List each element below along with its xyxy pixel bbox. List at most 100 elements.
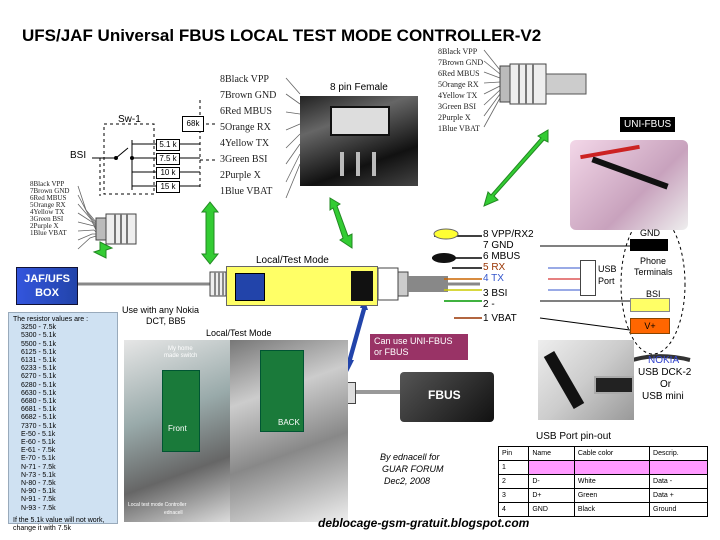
back-photo: BACK [230,340,348,522]
output-pin-5: 5 RX [483,262,506,273]
table-cell: D- [528,474,575,489]
resistor-68k: 68k [182,116,204,132]
resistor-value-item: E-50 - 5.1k [21,430,56,438]
pin-label: 1Blue VBAT [438,124,480,133]
fbus-plug: FBUS [400,372,494,422]
resistor-note-1: If the 5.1k value will not work, [13,516,105,524]
pin-label: 6Red MBUS [30,194,67,202]
pin-label: 5Orange RX [220,122,271,133]
table-cell: 3 [497,488,530,503]
right-plug [499,63,587,105]
table-header-cell: Pin [497,446,530,461]
nokia-or: Or [660,379,672,390]
pin-label: 1Blue VBAT [220,186,273,197]
unifbus-photo [570,140,688,230]
resistor-value-item: N-71 - 7.5k [21,463,56,471]
output-pin-2: 2 - [483,299,495,310]
bsi-right-label: BSI [646,289,661,299]
mbus-oval [432,253,456,263]
output-plug [377,267,448,301]
table-header-row: Pin Name Cable color Descrip. [497,446,708,461]
pin-label: 5Orange RX [438,80,479,89]
table-cell: 2 [497,474,530,489]
resistor-value-item: N-90 - 5.1k [21,488,56,496]
resistor-value-item: N-93 - 7.5k [21,504,56,512]
fbus-label: FBUS [428,388,461,402]
pin-label: 2Purple X [30,222,59,230]
center-fan-wires [285,77,301,199]
photo-note-1: My home [168,346,193,352]
resistor-7k5: 7.5 k [156,153,180,165]
controller-socket [351,271,373,301]
table-cell: 1 [497,460,530,475]
resistor-value-item: N-73 - 5.1k [21,471,56,479]
front-photo: My home made switch Front Local test mod… [124,340,232,522]
pin-label: 2Purple X [438,113,471,122]
right-fan-wires [483,49,501,128]
center-pin-list: 8Black VPP 7Brown GND 6Red MBUS 5Orange … [220,72,276,200]
nokia-usb-mini: USB mini [642,391,684,402]
usb-port-box [580,260,596,296]
resistor-value-item: 6233 - 5.1k [21,365,57,373]
table-cell: GND [528,502,575,517]
pin-label: 3Green BSI [30,215,64,223]
resistor-value-item: N-80 - 7.5k [21,480,56,488]
resistor-value-item: 6681 - 5.1k [21,406,57,414]
switch-node [114,156,118,160]
back-label: BACK [278,418,300,427]
unifbus-label: UNI-FBUS [620,117,676,132]
photo-note-2: made switch [164,353,198,359]
blue-arrow [346,298,368,372]
resistor-value-item: 6131 - 5.1k [21,357,57,365]
can-use-line2: or FBUS [374,347,409,357]
resistor-note-2: change it with 7.5k [13,525,71,533]
pin-label: 2Purple X [220,170,261,181]
pin-label: 8Black VPP [438,47,478,56]
controller-left-plug [209,271,227,297]
pin-label: 4Yellow TX [30,208,65,216]
use-with-line1: Use with any Nokia [122,305,200,315]
vpp-oval [433,228,459,240]
output-pin-7: 7 GND [483,240,514,251]
resistor-value-item: N-91 - 7.5k [21,496,56,504]
pin-label: 6Red MBUS [220,106,272,117]
left-fan-wires [77,185,97,250]
resistor-value-item: 3250 - 7.5k [21,324,57,332]
can-use-box: Can use UNI-FBUS or FBUS [370,334,468,360]
photo-caption-1: Local test mode Controller [128,502,187,508]
pin-label: 4Yellow TX [438,91,478,100]
table-row: 2 D- White Data - [497,474,708,489]
table-row: 1 [497,460,708,475]
phone-terminals-line2: Terminals [634,267,673,277]
usb-pinout-table: Pin Name Cable color Descrip. 1 2 D- Whi… [497,446,708,517]
use-with-line2: DCT, BB5 [146,316,186,326]
pin-label: 8Black VPP [220,74,269,85]
resistor-10k: 10 k [156,167,180,179]
switch-node [130,156,134,160]
right-pin-list: 8Black VPP 7Brown GND 6Red MBUS 5Orange … [438,46,483,134]
table-cell: D+ [528,488,575,503]
usb-port-label-1: USB [598,264,617,274]
table-header-cell: Name [528,446,575,461]
jaf-ufs-box: JAF/UFS BOX [16,267,78,305]
table-cell [528,460,575,475]
connector-label: 8 pin Female [330,82,388,93]
credit-line2: GUAR FORUM [382,464,444,474]
bsi-terminal [630,298,670,312]
resistor-value-item: 6682 - 5.1k [21,414,57,422]
output-pin-6: 6 MBUS [483,251,521,262]
output-pin-1: 1 VBAT [483,313,517,324]
table-cell: Data - [649,474,708,489]
pin-label: 8Black VPP [30,180,65,188]
controller-switch [235,273,265,301]
resistor-value-item: 6280 - 5.1k [21,381,57,389]
photo-caption-2: ednacell [164,510,183,516]
connector-photo [300,96,418,186]
switch-label: Sw-1 [118,114,141,125]
box-label-line2: BOX [35,287,59,299]
usb-cable-photo [538,340,634,420]
left-pin-list: 8Black VPP 7Brown GND 6Red MBUS 5Orange … [30,181,69,237]
